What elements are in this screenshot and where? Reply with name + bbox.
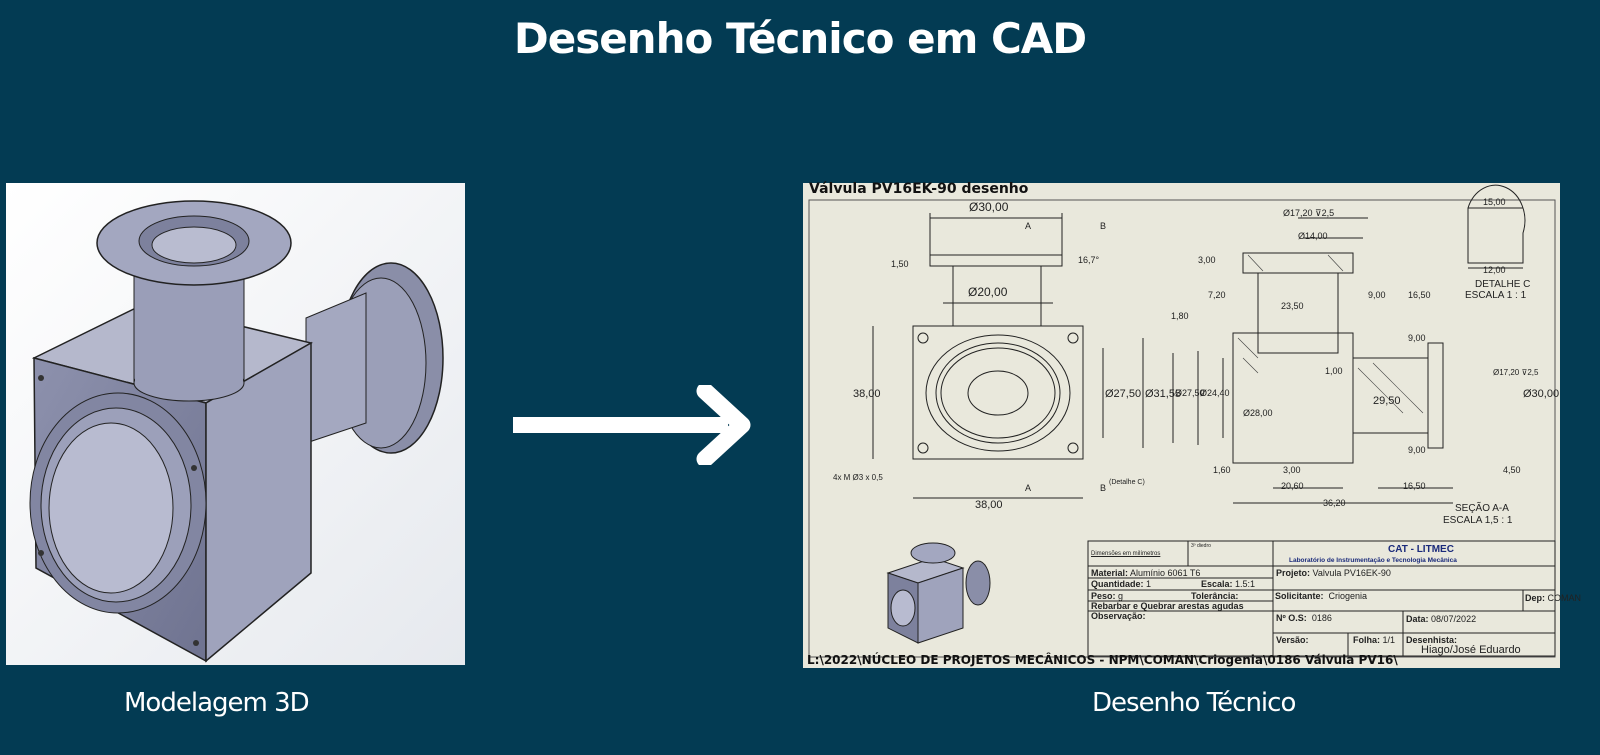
dim-label: 23,50	[1281, 301, 1304, 311]
dim-label: Ø30,00	[969, 200, 1009, 214]
dim-label: Ø30,00	[1523, 388, 1560, 400]
requester-value: Criogenia	[1328, 591, 1368, 601]
dim-label: 1,00	[1325, 366, 1343, 376]
units-note: Dimensões em milímetros	[1091, 551, 1161, 557]
dep-label: Dep:	[1525, 593, 1545, 603]
quantity-value: 1	[1146, 579, 1152, 589]
dep-value: COMAN	[1547, 593, 1582, 603]
slide-title: Desenho Técnico em CAD	[513, 14, 1087, 63]
section-label: SEÇÃO A-A	[1455, 503, 1509, 514]
org-name: CAT - LITMEC	[1388, 544, 1454, 555]
dim-label: 29,50	[1373, 395, 1401, 407]
sheet-value: 1/1	[1382, 635, 1396, 645]
technical-drawing-image: Válvula PV16EK-90 desenho	[803, 181, 1581, 668]
tolerance-label: Tolerância:	[1191, 591, 1239, 601]
section-marker: A	[1025, 483, 1032, 493]
weight-value: g	[1118, 591, 1124, 601]
dim-label: Ø28,00	[1243, 408, 1273, 418]
sheet-label: Folha:	[1353, 635, 1380, 645]
dim-label: 3,00	[1283, 465, 1301, 475]
scale-value: 1.5:1	[1235, 579, 1256, 589]
date-label: Data:	[1406, 614, 1429, 624]
dim-label: 16,7°	[1078, 255, 1100, 265]
projection-note: 3º diedro	[1191, 543, 1211, 549]
section-scale: ESCALA 1,5 : 1	[1443, 515, 1513, 526]
dim-label: 15,00	[1483, 197, 1506, 207]
version-label: Versão:	[1276, 635, 1309, 645]
detail-label: DETALHE C	[1475, 279, 1531, 290]
section-marker: B	[1100, 483, 1107, 493]
dim-label: 1,50	[891, 259, 909, 269]
dim-label: 12,00	[1483, 265, 1506, 275]
dim-label: Ø31,55	[1145, 388, 1182, 400]
dim-label: 7,20	[1208, 290, 1226, 300]
dim-label: 38,00	[853, 388, 881, 400]
org-full-name: Laboratório de Instrumentação e Tecnolog…	[1289, 557, 1457, 564]
requester-label: Solicitante:	[1275, 591, 1324, 601]
drafter-value: Hiago/José Eduardo	[1421, 644, 1521, 656]
material-label: Material:	[1091, 568, 1129, 578]
detail-ref: (Detalhe C)	[1109, 479, 1145, 486]
dim-label: 9,00	[1368, 290, 1386, 300]
os-label: Nº O.S:	[1276, 613, 1307, 623]
drafter-label: Desenhista:	[1406, 635, 1458, 645]
scale-label: Escala:	[1201, 579, 1233, 589]
dim-label: Ø17,20 ⊽2,5	[1493, 368, 1539, 377]
dim-label: 9,00	[1408, 333, 1426, 343]
os-value: 0186	[1311, 613, 1332, 623]
dim-label: 4x M Ø3 x 0,5	[833, 473, 883, 482]
caption-3d-model: Modelagem 3D	[124, 688, 310, 718]
quantity-label: Quantidade:	[1091, 579, 1144, 589]
dim-label: 38,00	[975, 499, 1003, 511]
dim-label: Ø17,20 ⊽2,5	[1283, 208, 1335, 218]
dim-label: Ø20,00	[968, 285, 1008, 299]
file-path: L:\2022\NÚCLEO DE PROJETOS MECÂNICOS - N…	[807, 653, 1398, 667]
caption-technical-drawing: Desenho Técnico	[1092, 688, 1296, 718]
section-marker: A	[1025, 221, 1032, 231]
dim-label: 3,00	[1198, 255, 1216, 265]
dim-label: Ø27,50	[1175, 388, 1205, 398]
drawing-title: Válvula PV16EK-90 desenho	[809, 181, 1029, 197]
dim-label: 1,60	[1213, 465, 1231, 475]
dim-label: Ø14,00	[1298, 231, 1328, 241]
dim-label: 16,50	[1408, 290, 1431, 300]
date-value: 08/07/2022	[1431, 614, 1477, 624]
finish-note: Rebarbar e Quebrar arestas agudas	[1091, 601, 1244, 611]
project-value: Valvula PV16EK-90	[1312, 568, 1391, 578]
dim-label: 9,00	[1408, 445, 1426, 455]
dim-label: 20,60	[1281, 481, 1304, 491]
dim-label: 36,20	[1323, 498, 1346, 508]
dim-label: Ø27,50	[1105, 388, 1142, 400]
observation-label: Observação:	[1091, 611, 1146, 621]
dim-label: 4,50	[1503, 465, 1521, 475]
dim-label: Ø24,40	[1200, 388, 1230, 398]
material-value: Alumínio 6061 T6	[1130, 568, 1201, 578]
arrow-right-icon	[513, 385, 751, 465]
section-marker: B	[1100, 221, 1107, 231]
dim-label: 1,80	[1171, 311, 1189, 321]
dim-label: 16,50	[1403, 481, 1426, 491]
drawing-views	[808, 184, 1556, 658]
detail-scale: ESCALA 1 : 1	[1465, 290, 1527, 301]
weight-label: Peso:	[1091, 591, 1116, 601]
project-label: Projeto:	[1276, 568, 1311, 578]
3d-model-image	[6, 183, 465, 665]
